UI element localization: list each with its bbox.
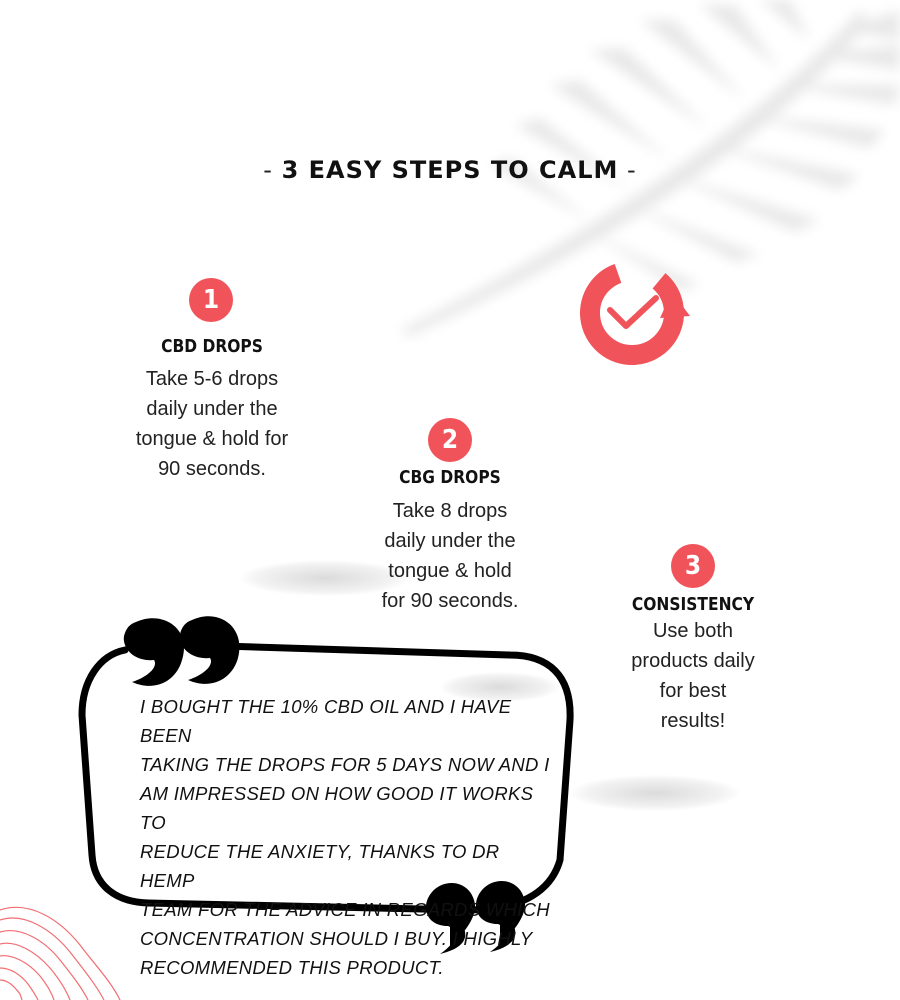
testimonial-line: TEAM FOR THE ADVICE IN REGARDS WHICH <box>140 899 550 920</box>
step-1-line: tongue & hold for <box>135 428 289 450</box>
step-2-text: Take 8 drops daily under the tongue & ho… <box>350 496 550 616</box>
step-2-line: tongue & hold <box>388 560 512 582</box>
step-1-badge: 1 <box>189 278 233 322</box>
step-3-badge: 3 <box>671 544 715 588</box>
testimonial-line: AM IMPRESSED ON HOW GOOD IT WORKS TO <box>140 783 534 833</box>
step-2-line: daily under the <box>384 530 516 552</box>
step-3-shadow <box>570 775 740 811</box>
testimonial-line: REDUCE THE ANXIETY, THANKS TO DR HEMP <box>140 841 500 891</box>
step-1-title: CBD DROPS <box>161 336 263 357</box>
step-1-text: Take 5-6 drops daily under the tongue & … <box>112 364 312 484</box>
step-1-line: Take 5-6 drops <box>145 368 279 390</box>
step-3-line: products daily <box>631 650 755 672</box>
testimonial-frame <box>78 616 574 954</box>
step-2-shadow-lower <box>440 672 560 702</box>
title-dash-right: - <box>627 156 637 184</box>
quote-close-icon <box>425 880 525 954</box>
refresh-check-icon <box>580 261 690 365</box>
step-2-line: Take 8 drops <box>392 500 508 522</box>
step-3-title: CONSISTENCY <box>631 594 755 615</box>
testimonial-line: RECOMMENDED THIS PRODUCT. <box>140 957 444 978</box>
title-dash-left: - <box>263 156 273 184</box>
palm-leaf-shadow-icon <box>400 0 900 336</box>
step-2-shadow <box>240 560 410 596</box>
contour-lines-decoration <box>0 906 121 1000</box>
step-3-line: results! <box>660 710 726 732</box>
testimonial-line: I BOUGHT THE 10% CBD OIL AND I HAVE BEEN <box>140 696 512 746</box>
step-3-line: Use both <box>652 620 734 642</box>
step-2-badge: 2 <box>428 418 472 462</box>
step-1-line: daily under the <box>146 398 278 420</box>
step-3-text: Use both products daily for best results… <box>593 616 793 736</box>
title-text: 3 EASY STEPS TO CALM <box>281 156 619 184</box>
testimonial-line: CONCENTRATION SHOULD I BUY. I HIGHLY <box>140 928 533 949</box>
step-1-line: 90 seconds. <box>158 458 266 480</box>
step-3-line: for best <box>659 680 727 702</box>
step-2-title: CBG DROPS <box>399 467 501 488</box>
testimonial-text: I BOUGHT THE 10% CBD OIL AND I HAVE BEEN… <box>140 692 550 982</box>
testimonial-line: TAKING THE DROPS FOR 5 DAYS NOW AND I <box>140 754 550 775</box>
page-title: - 3 EASY STEPS TO CALM - <box>0 156 900 184</box>
quote-open-icon <box>123 616 240 686</box>
step-2-line: for 90 seconds. <box>381 590 519 612</box>
